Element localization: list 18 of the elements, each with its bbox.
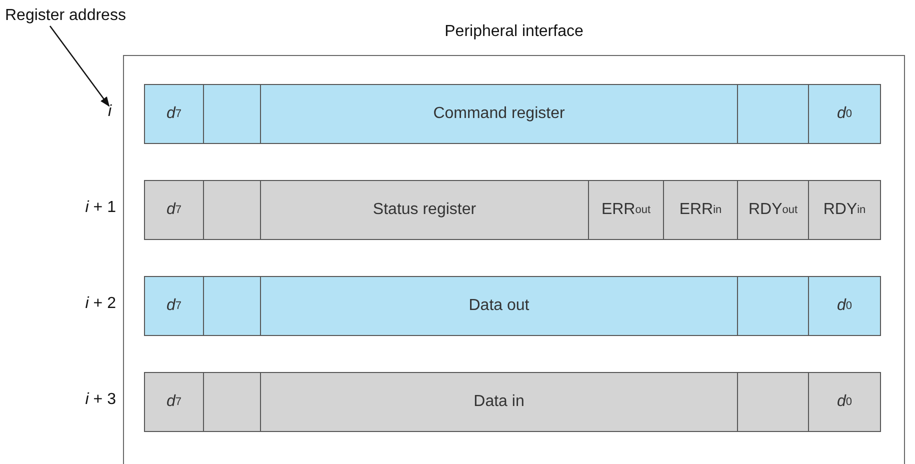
register-field [737,84,809,144]
register-field [203,372,261,432]
register-field: Data in [260,372,738,432]
register-field [737,276,809,336]
register-field [737,372,809,432]
register-field [203,276,261,336]
leader-arrow [49,26,110,107]
address-label: i [108,103,112,121]
address-label: i + 3 [85,391,116,409]
address-label: i + 1 [85,199,116,217]
annotation-text: Register address [5,7,126,25]
register-field: Data out [260,276,738,336]
register-field [203,180,261,240]
interface-title: Peripheral interface [444,23,584,41]
address-label: i + 2 [85,295,116,313]
register-field [203,84,261,144]
register-field: Command register [260,84,738,144]
register-field: Status register [260,180,589,240]
